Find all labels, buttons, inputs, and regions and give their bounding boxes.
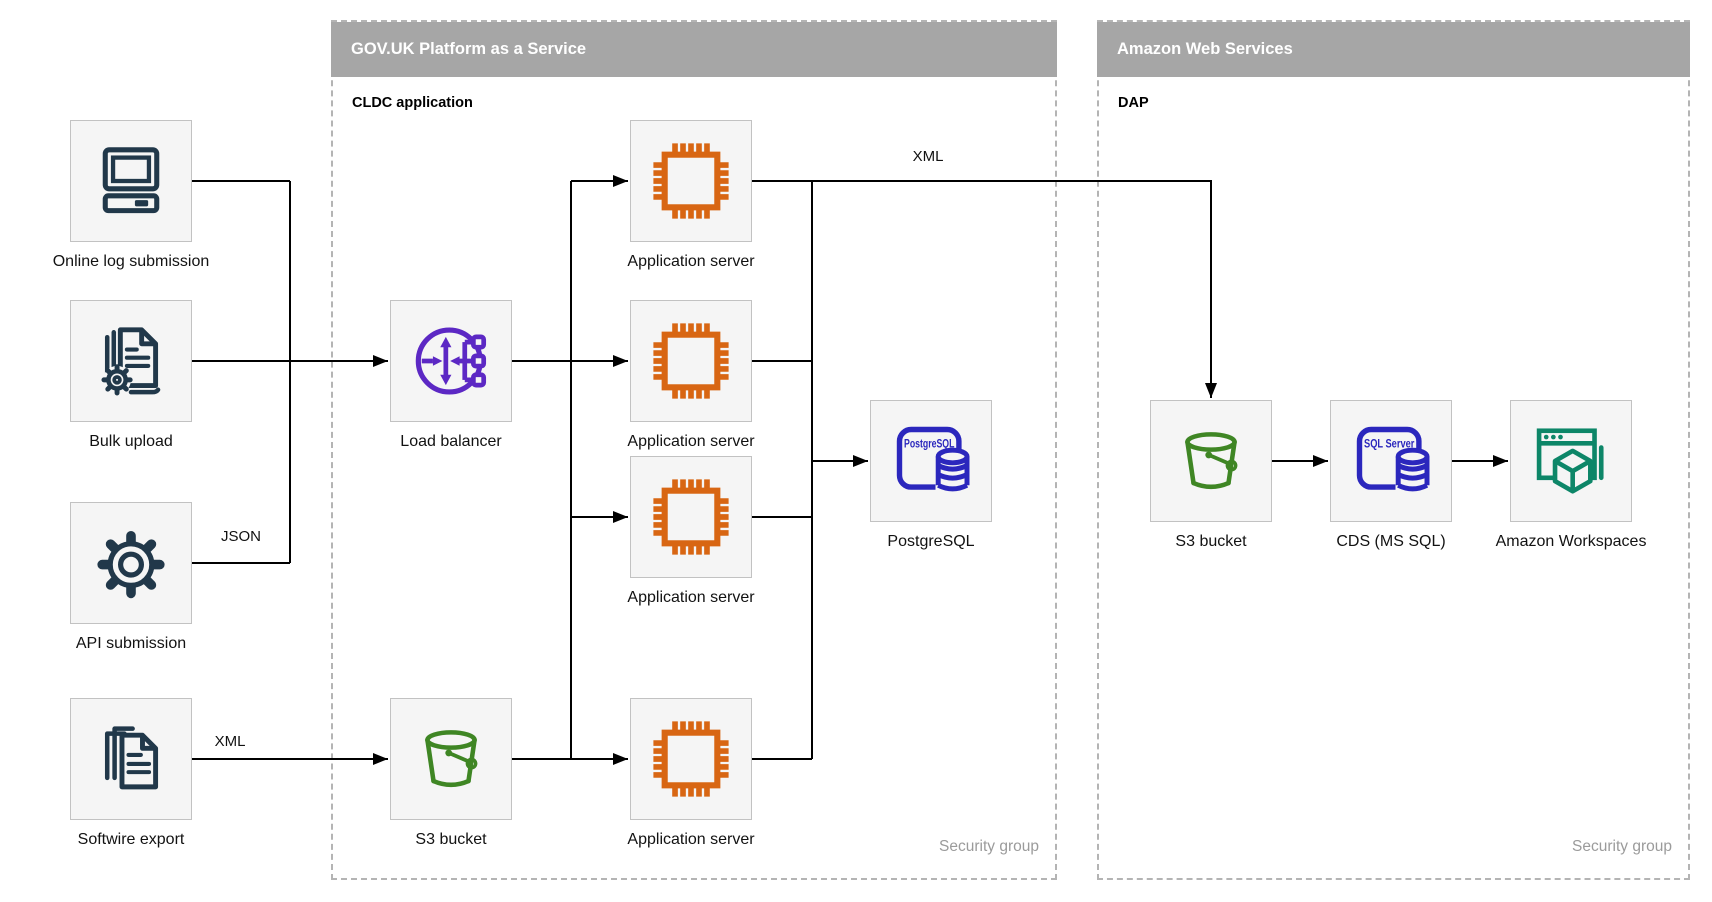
node-application-server-3: Application server: [627, 456, 755, 607]
node-caption: API submission: [75, 635, 187, 652]
aws-container: Amazon Web Services DAP Security group: [1097, 20, 1690, 880]
application-server-1-box: [630, 120, 752, 242]
s3-bucket-icon: [1173, 423, 1249, 499]
node-bulk-upload: Bulk upload: [70, 300, 192, 451]
node-caption: Load balancer: [400, 433, 502, 450]
node-caption: Application server: [627, 433, 755, 450]
computer-icon: [92, 142, 170, 220]
node-amazon-workspaces: Amazon Workspaces: [1496, 400, 1646, 551]
application-server-2-box: [630, 300, 752, 422]
api-submission-box: [70, 502, 192, 624]
node-caption: Application server: [627, 253, 755, 270]
database-icon: SQL Server: [1346, 416, 1436, 506]
node-application-server-1: Application server: [627, 120, 755, 271]
document-gear-icon: [90, 320, 172, 402]
documents-stack-icon: [90, 718, 172, 800]
govuk-paas-header: GOV.UK Platform as a Service: [331, 22, 1057, 77]
cldc-application-label: CLDC application: [352, 95, 473, 111]
postgresql-box: PostgreSQL: [870, 400, 992, 522]
node-caption: Bulk upload: [89, 433, 173, 450]
softwire-export-box: [70, 698, 192, 820]
online-log-submission-box: [70, 120, 192, 242]
node-online-log-submission: Online log submission: [53, 120, 209, 271]
chip-icon: [644, 712, 738, 806]
amazon-workspaces-box: [1510, 400, 1632, 522]
s3-bucket-icon: [413, 721, 489, 797]
node-s3-bucket-govuk: S3 bucket: [390, 698, 512, 849]
node-caption: Application server: [627, 831, 755, 848]
aws-header: Amazon Web Services: [1097, 22, 1690, 77]
gear-icon: [91, 523, 171, 603]
database-icon-text: SQL Server: [1364, 438, 1415, 451]
node-caption: Application server: [627, 589, 755, 606]
node-application-server-4: Application server: [627, 698, 755, 849]
node-caption: CDS (MS SQL): [1336, 533, 1446, 550]
node-s3-bucket-aws: S3 bucket: [1150, 400, 1272, 551]
application-server-3-box: [630, 456, 752, 578]
node-caption: Softwire export: [77, 831, 185, 848]
workspaces-icon: [1529, 419, 1613, 503]
s3-bucket-govuk-box: [390, 698, 512, 820]
database-icon-text: PostgreSQL: [904, 438, 954, 451]
json-label: JSON: [220, 528, 261, 545]
dap-label: DAP: [1118, 95, 1149, 111]
node-caption: S3 bucket: [415, 831, 487, 848]
node-application-server-2: Application server: [627, 300, 755, 451]
bulk-upload-box: [70, 300, 192, 422]
chip-icon: [644, 470, 738, 564]
node-cds-ms-sql: SQL Server CDS (MS SQL): [1330, 400, 1452, 551]
chip-icon: [644, 134, 738, 228]
govuk-security-group-label: Security group: [939, 838, 1039, 855]
node-caption: PostgreSQL: [887, 533, 975, 550]
node-caption: Amazon Workspaces: [1495, 533, 1647, 550]
node-caption: S3 bucket: [1175, 533, 1247, 550]
chip-icon: [644, 314, 738, 408]
xml-label-app-to-aws: XML: [912, 148, 944, 165]
load-balancer-icon: [408, 318, 494, 404]
load-balancer-box: [390, 300, 512, 422]
node-load-balancer: Load balancer: [390, 300, 512, 451]
database-icon: PostgreSQL: [886, 416, 976, 506]
node-softwire-export: Softwire export: [70, 698, 192, 849]
govuk-paas-container: GOV.UK Platform as a Service CLDC applic…: [331, 20, 1057, 880]
node-postgresql: PostgreSQL PostgreSQL: [870, 400, 992, 551]
edge-app1-xml-to-aws-s3: [752, 180, 1217, 398]
cds-ms-sql-box: SQL Server: [1330, 400, 1452, 522]
s3-bucket-aws-box: [1150, 400, 1272, 522]
aws-security-group-label: Security group: [1572, 838, 1672, 855]
xml-label-softwire: XML: [214, 733, 246, 750]
application-server-4-box: [630, 698, 752, 820]
node-api-submission: API submission: [70, 502, 192, 653]
node-caption: Online log submission: [52, 253, 210, 270]
